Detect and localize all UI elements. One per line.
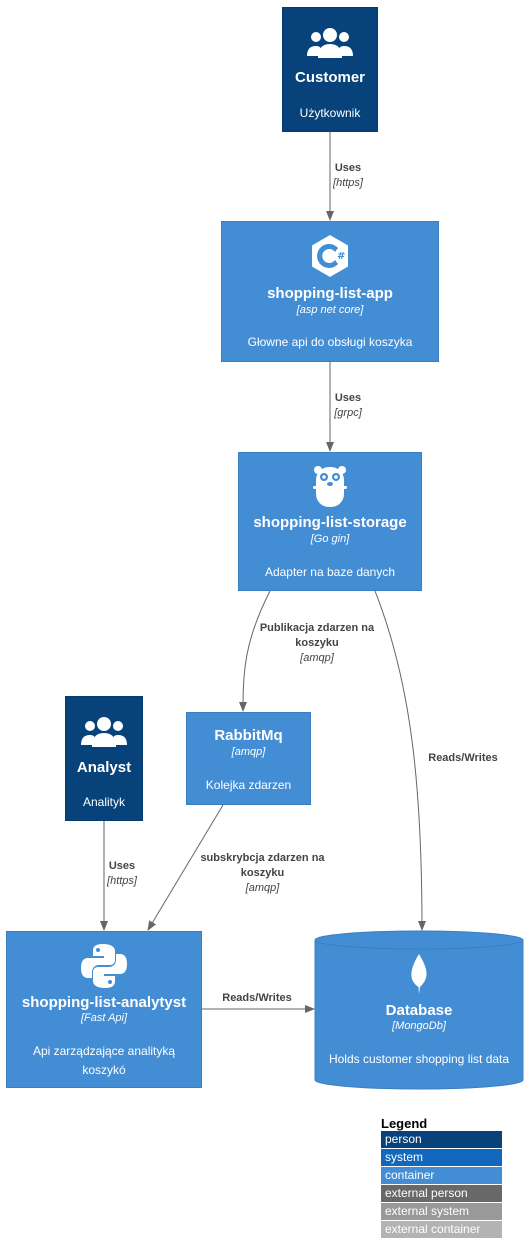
node-title: Customer xyxy=(294,69,365,86)
edge-label-text: Uses xyxy=(334,392,362,404)
edge-label-text: Publikacja zdarzen na koszyku xyxy=(259,622,375,649)
node-technology: [Fast Api] xyxy=(80,1012,128,1024)
legend-item-external-container: external container xyxy=(381,1221,502,1238)
edge-label-storage-database: Reads/Writes xyxy=(413,751,513,766)
legend-item-system: system xyxy=(381,1149,502,1166)
edge-label-text: Uses xyxy=(334,162,362,174)
node-shopping-list-storage: shopping-list-storage [Go gin] Adapter n… xyxy=(238,452,422,591)
node-title: shopping-list-app xyxy=(267,285,393,302)
node-description: Api zarządzające analityką koszykó xyxy=(32,1044,176,1077)
edge-label-text: Reads/Writes xyxy=(428,752,498,764)
users-icon xyxy=(307,26,353,65)
node-technology: [asp net core] xyxy=(296,304,364,316)
node-description: Użytkownik xyxy=(299,106,361,120)
csharp-icon: # xyxy=(310,234,350,283)
node-technology: [Go gin] xyxy=(310,533,350,545)
edge-label-tech: [amqp] xyxy=(300,652,334,664)
gopher-icon xyxy=(310,462,350,515)
edge-rabbit-analytyst xyxy=(147,804,224,931)
edge-label-rabbit-analytyst: subskrybcja zdarzen na koszyku [amqp] xyxy=(190,851,335,896)
node-technology: [amqp] xyxy=(231,746,266,758)
python-icon xyxy=(80,942,128,995)
node-title: Database xyxy=(385,1002,453,1019)
node-title: shopping-list-storage xyxy=(253,514,407,531)
edge-storage-rabbit xyxy=(239,590,271,712)
node-database: Database [MongoDb] Holds customer shoppi… xyxy=(314,930,524,1090)
svg-text:#: # xyxy=(337,251,345,262)
node-title: Analyst xyxy=(76,759,132,776)
edge-label-storage-rabbit: Publikacja zdarzen na koszyku [amqp] xyxy=(247,621,387,666)
node-description: Adapter na baze danych xyxy=(264,565,396,579)
legend-item-person: person xyxy=(381,1131,502,1148)
legend-item-container: container xyxy=(381,1167,502,1184)
edge-label-text: subskrybcja zdarzen na koszyku xyxy=(200,852,325,879)
edge-label-app-storage: Uses [grpc] xyxy=(308,391,388,421)
edge-label-tech: [https] xyxy=(107,875,137,887)
node-description: Analityk xyxy=(82,795,126,809)
node-description: Głowne api do obsługi koszyka xyxy=(247,335,413,349)
node-title: shopping-list-analytyst xyxy=(21,994,187,1011)
users-icon xyxy=(81,715,127,754)
edge-label-tech: [amqp] xyxy=(245,882,280,894)
node-analyst: Analyst Analityk xyxy=(65,696,143,821)
node-customer: Customer Użytkownik xyxy=(282,7,378,132)
legend-item-external-person: external person xyxy=(381,1185,502,1202)
node-rabbitmq: RabbitMq [amqp] Kolejka zdarzen xyxy=(186,712,311,805)
edge-label-analytyst-database: Reads/Writes xyxy=(212,991,302,1006)
edge-label-analyst-analytyst: Uses [https] xyxy=(82,859,162,889)
mongodb-leaf-icon xyxy=(409,954,429,999)
legend-item-external-system: external system xyxy=(381,1203,502,1220)
node-description: Kolejka zdarzen xyxy=(205,778,292,792)
legend-title: Legend xyxy=(381,1116,428,1131)
node-shopping-list-analytyst: shopping-list-analytyst [Fast Api] Api z… xyxy=(6,931,202,1088)
node-description: Holds customer shopping list data xyxy=(328,1052,510,1066)
node-shopping-list-app: # shopping-list-app [asp net core] Głown… xyxy=(221,221,439,362)
edge-label-customer-app: Uses [https] xyxy=(308,161,388,191)
edge-label-tech: [https] xyxy=(333,177,363,189)
database-cylinder-shape xyxy=(314,930,524,1090)
edge-label-text: Uses xyxy=(108,860,136,872)
node-technology: [MongoDb] xyxy=(392,1020,446,1032)
node-title: RabbitMq xyxy=(214,727,283,744)
edge-label-text: Reads/Writes xyxy=(222,992,292,1004)
edge-label-tech: [grpc] xyxy=(334,407,362,419)
edge-storage-database xyxy=(374,590,426,931)
